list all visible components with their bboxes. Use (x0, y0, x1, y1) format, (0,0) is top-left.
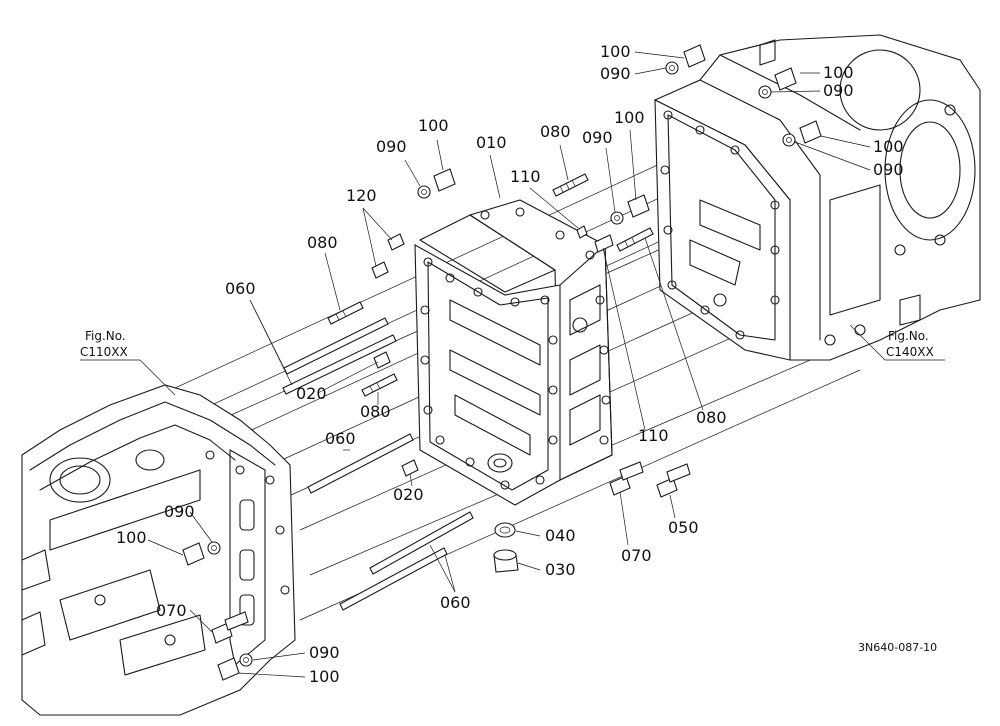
pin-020-a (373, 351, 391, 369)
stud-060-c (307, 433, 414, 494)
part-label-p090g: 090 (309, 643, 340, 662)
drawing-code: 3N640-087-10 (858, 641, 937, 654)
part-label-p060a: 060 (225, 279, 256, 298)
part-label-p100f: 100 (116, 528, 147, 547)
part-label-p110b: 110 (638, 426, 669, 445)
part-label-p030: 030 (545, 560, 576, 579)
part-label-p040: 040 (545, 526, 576, 545)
part-label-p060b: 060 (325, 429, 356, 448)
part-label-p090b: 090 (823, 81, 854, 100)
stud-060-a (283, 317, 389, 375)
stud-060-e (339, 547, 448, 611)
nut-100-topB (774, 67, 797, 91)
plug-120-a (387, 233, 405, 251)
part-label-p060c: 060 (440, 593, 471, 612)
part-label-p080a: 080 (540, 122, 571, 141)
dowel-110-a (576, 225, 588, 239)
part-label-p080b: 080 (307, 233, 338, 252)
nut-100-mid (627, 194, 650, 218)
washer-090-bottom (239, 653, 253, 667)
leader-lines (147, 51, 871, 678)
washer-090-topA (665, 61, 679, 75)
stud-080-top (552, 173, 589, 197)
nut-100-left (182, 542, 205, 566)
figref-left-line2: C110XX (80, 345, 128, 359)
plug-030 (493, 549, 519, 573)
washer-040 (494, 522, 516, 538)
nut-100-center (433, 168, 456, 192)
washer-090-topC (782, 133, 796, 147)
figure-reference-right: Fig.No. C140XX (849, 324, 945, 361)
bolt-070-left (211, 611, 249, 644)
figref-right-line1: Fig.No. (888, 329, 929, 343)
washer-090-left (207, 541, 221, 555)
washer-090-topB (758, 85, 772, 99)
part-label-p100d: 100 (418, 116, 449, 135)
part-label-p020a: 020 (296, 384, 327, 403)
part-label-p080d: 080 (696, 408, 727, 427)
part-label-p110a: 110 (510, 167, 541, 186)
part-label-p090f: 090 (164, 502, 195, 521)
part-label-p100b: 100 (823, 63, 854, 82)
figref-right-line2: C140XX (886, 345, 934, 359)
part-label-p100a: 100 (600, 42, 631, 61)
bolt-070-right (609, 461, 644, 496)
nut-100-topA (683, 44, 706, 68)
stud-080-mid (361, 373, 398, 397)
part-label-p070b: 070 (156, 601, 187, 620)
part-label-p100c: 100 (873, 137, 904, 156)
part-label-p100g: 100 (309, 667, 340, 686)
plug-120-b (371, 261, 389, 279)
part-label-p070a: 070 (621, 546, 652, 565)
figref-left-line1: Fig.No. (85, 329, 126, 343)
part-label-p090e: 090 (582, 128, 613, 147)
part-label-p080c: 080 (360, 402, 391, 421)
right-transmission-case (653, 34, 981, 361)
part-label-p090a: 090 (600, 64, 631, 83)
stud-060-b (282, 334, 397, 395)
pin-020-b (401, 459, 419, 477)
figure-reference-left: Fig.No. C110XX (80, 329, 176, 396)
part-label-p050: 050 (668, 518, 699, 537)
stud-060-d (369, 511, 474, 575)
part-label-p090c: 090 (873, 160, 904, 179)
stud-080-right (616, 227, 654, 252)
washer-090-center (417, 185, 431, 199)
part-label-p010: 010 (476, 133, 507, 152)
part-label-p120: 120 (346, 186, 377, 205)
part-label-p090d: 090 (376, 137, 407, 156)
dowel-110-b (594, 234, 614, 253)
washer-090-mid (610, 211, 624, 225)
fasteners (182, 44, 822, 681)
left-transmission-case (21, 384, 296, 716)
part-label-p100e: 100 (614, 108, 645, 127)
mid-case-010 (414, 199, 613, 506)
stud-080-left (327, 301, 364, 325)
bolt-050 (656, 463, 691, 498)
part-label-p020b: 020 (393, 485, 424, 504)
